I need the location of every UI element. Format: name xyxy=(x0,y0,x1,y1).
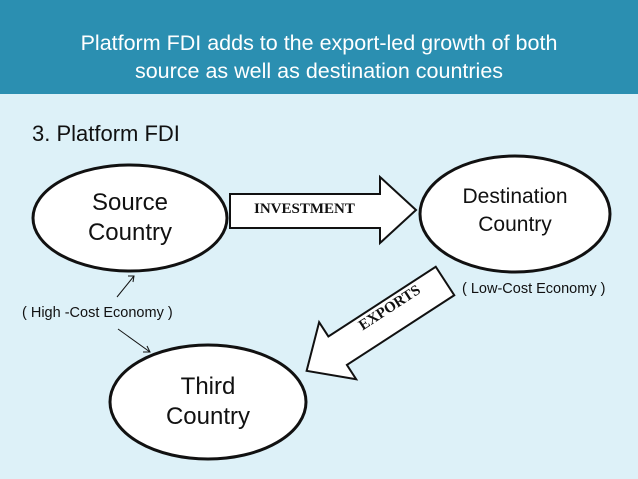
connector-line-down xyxy=(117,328,151,353)
investment-arrow xyxy=(229,174,418,246)
destination-country-node xyxy=(418,154,612,274)
destination-line-1: Destination xyxy=(462,185,568,208)
title-bar: Platform FDI adds to the export-led grow… xyxy=(0,0,638,94)
source-line-1: Source xyxy=(91,189,169,216)
third-line-2: Country xyxy=(165,403,251,430)
third-country-label: Third Country xyxy=(133,372,283,432)
low-cost-note: ( Low-Cost Economy ) xyxy=(462,281,606,297)
title-line-1: Platform FDI adds to the export-led grow… xyxy=(80,31,558,55)
connector-arrowhead-up xyxy=(128,275,135,283)
connector-line-up xyxy=(116,275,135,298)
connector-arrowhead-down xyxy=(143,345,151,353)
source-line-2: Country xyxy=(87,219,173,246)
destination-line-2: Country xyxy=(478,213,552,236)
high-cost-note: ( High -Cost Economy ) xyxy=(22,305,173,321)
exports-arrow xyxy=(305,265,456,381)
source-country-node xyxy=(31,163,229,273)
title-line-2: source as well as destination countries xyxy=(134,59,504,83)
investment-label: INVESTMENT xyxy=(254,201,355,217)
section-heading: 3. Platform FDI xyxy=(32,121,180,146)
third-country-node xyxy=(108,343,308,461)
destination-country-label: Destination Country xyxy=(440,183,590,239)
source-country-label: Source Country xyxy=(55,188,205,248)
third-line-1: Third xyxy=(180,373,236,400)
